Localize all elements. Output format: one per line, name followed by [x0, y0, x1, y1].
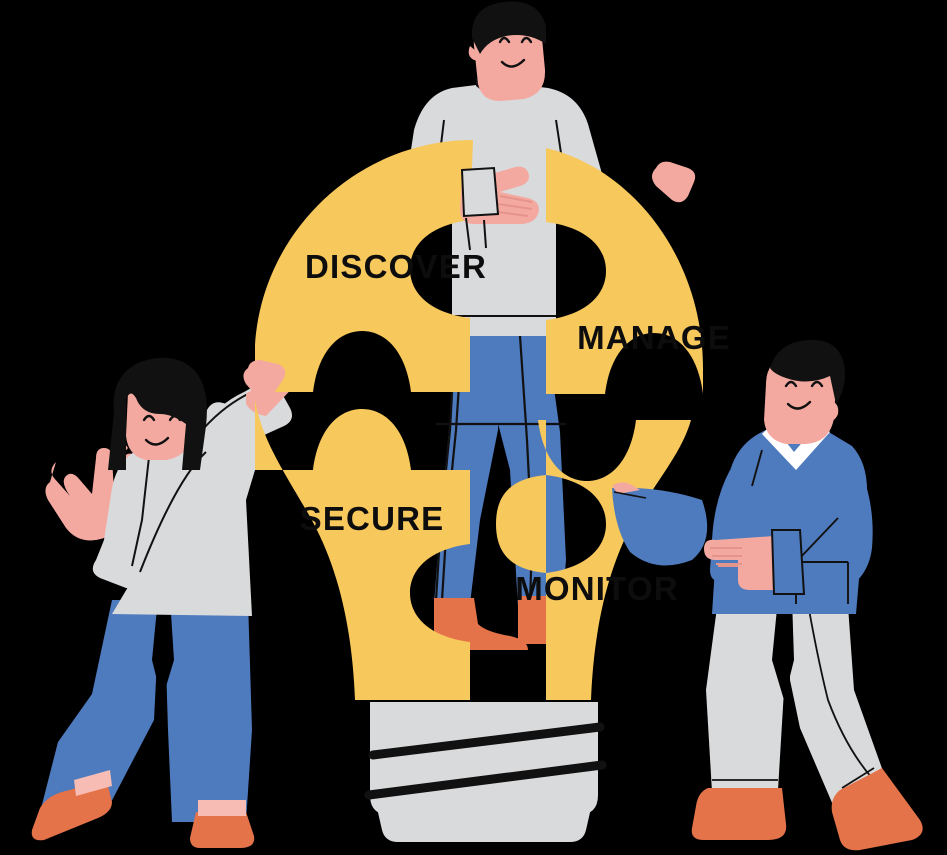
center-man-shoe-left	[434, 598, 528, 650]
right-man-hair	[770, 339, 845, 404]
puzzle-piece-discover[interactable]: DISCOVER	[255, 140, 487, 392]
right-man-shoes	[691, 768, 923, 851]
left-woman-hair	[108, 357, 207, 470]
monitor-shape-outer[interactable]	[538, 420, 691, 700]
monitor-label: MONITOR	[515, 570, 679, 607]
right-man-sleeve-through-notch	[612, 482, 708, 566]
discover-shape[interactable]	[255, 140, 473, 392]
left-woman-head	[108, 357, 207, 470]
secure-label: SECURE	[300, 500, 445, 537]
right-man-pants	[706, 598, 884, 812]
center-man-left-fingertips	[652, 161, 696, 203]
left-woman-shoes	[31, 770, 255, 848]
bulb-base-lower	[374, 795, 594, 842]
right-man-head	[764, 339, 845, 444]
left-woman-fingertips-overlap	[243, 360, 286, 401]
right-man-hand-overlap	[704, 529, 806, 595]
puzzle-piece-monitor[interactable]: MONITOR	[496, 420, 691, 700]
bulb-base-threads	[364, 722, 607, 800]
manage-label: MANAGE	[577, 319, 731, 356]
center-man-hand-on-piece	[460, 166, 539, 251]
puzzle-piece-manage[interactable]: MANAGE	[546, 148, 731, 394]
puzzle-piece-secure[interactable]: SECURE	[255, 400, 470, 700]
left-woman-pants	[36, 598, 252, 828]
discover-label: DISCOVER	[305, 248, 487, 285]
manage-shape[interactable]	[546, 148, 703, 394]
monitor-tab[interactable]	[496, 475, 546, 573]
secure-shape[interactable]	[255, 400, 470, 700]
center-man-hair	[471, 1, 546, 54]
lightbulb-base	[364, 702, 607, 842]
center-man-head	[468, 1, 546, 102]
